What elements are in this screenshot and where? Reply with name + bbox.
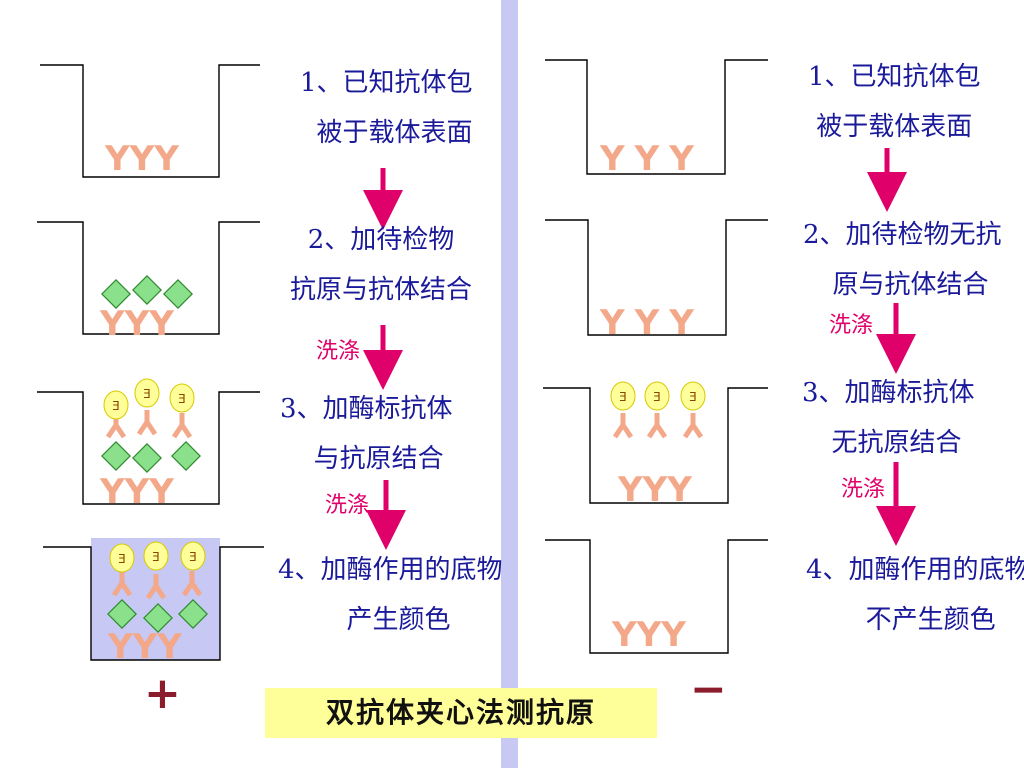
positive-step-3-text: 3、加酶标抗体 与抗原结合: [280, 394, 453, 474]
well-positive-3: YYY: [37, 378, 260, 512]
negative-step-4-text: 4、加酶作用的底物 不产生颜色: [806, 555, 1024, 635]
svg-text:YYY: YYY: [599, 139, 704, 179]
center-divider: [501, 0, 518, 768]
svg-text:YYY: YYY: [107, 627, 182, 667]
well-negative-4: YYY: [545, 539, 768, 655]
positive-wash-1: 洗涤: [316, 339, 361, 364]
svg-text:YYY: YYY: [99, 472, 174, 512]
well-positive-2: YYY: [37, 221, 260, 344]
svg-text:YYY: YYY: [104, 139, 179, 179]
positive-step-2-text: 2、加待检物 抗原与抗体结合: [290, 225, 473, 305]
positive-step-4-text: 4、加酶作用的底物 产生颜色: [278, 555, 503, 635]
well-negative-1: YYY: [545, 59, 768, 179]
negative-wash-2: 洗涤: [841, 477, 886, 502]
negative-sign: −: [690, 664, 727, 715]
diagram-title: 双抗体夹心法测抗原: [265, 688, 657, 738]
well-positive-4: YYY: [43, 538, 264, 667]
positive-step-1-text: 1、已知抗体包 被于载体表面: [300, 68, 473, 148]
negative-wash-1: 洗涤: [829, 313, 874, 338]
svg-text:YYY: YYY: [99, 304, 174, 344]
svg-text:YYY: YYY: [617, 470, 692, 510]
well-positive-1: YYY: [40, 64, 260, 179]
negative-step-2-text: 2、加待检物无抗 原与抗体结合: [803, 220, 1002, 300]
positive-wash-2: 洗涤: [325, 493, 370, 518]
negative-step-1-text: 1、已知抗体包 被于载体表面: [808, 62, 981, 142]
negative-step-3-text: 3、加酶标抗体 无抗原结合: [802, 378, 975, 458]
positive-sign: +: [144, 668, 181, 719]
svg-text:YYY: YYY: [599, 303, 704, 343]
well-negative-2: YYY: [545, 219, 768, 343]
well-negative-3: YYY: [543, 381, 768, 510]
svg-text:YYY: YYY: [611, 615, 686, 655]
